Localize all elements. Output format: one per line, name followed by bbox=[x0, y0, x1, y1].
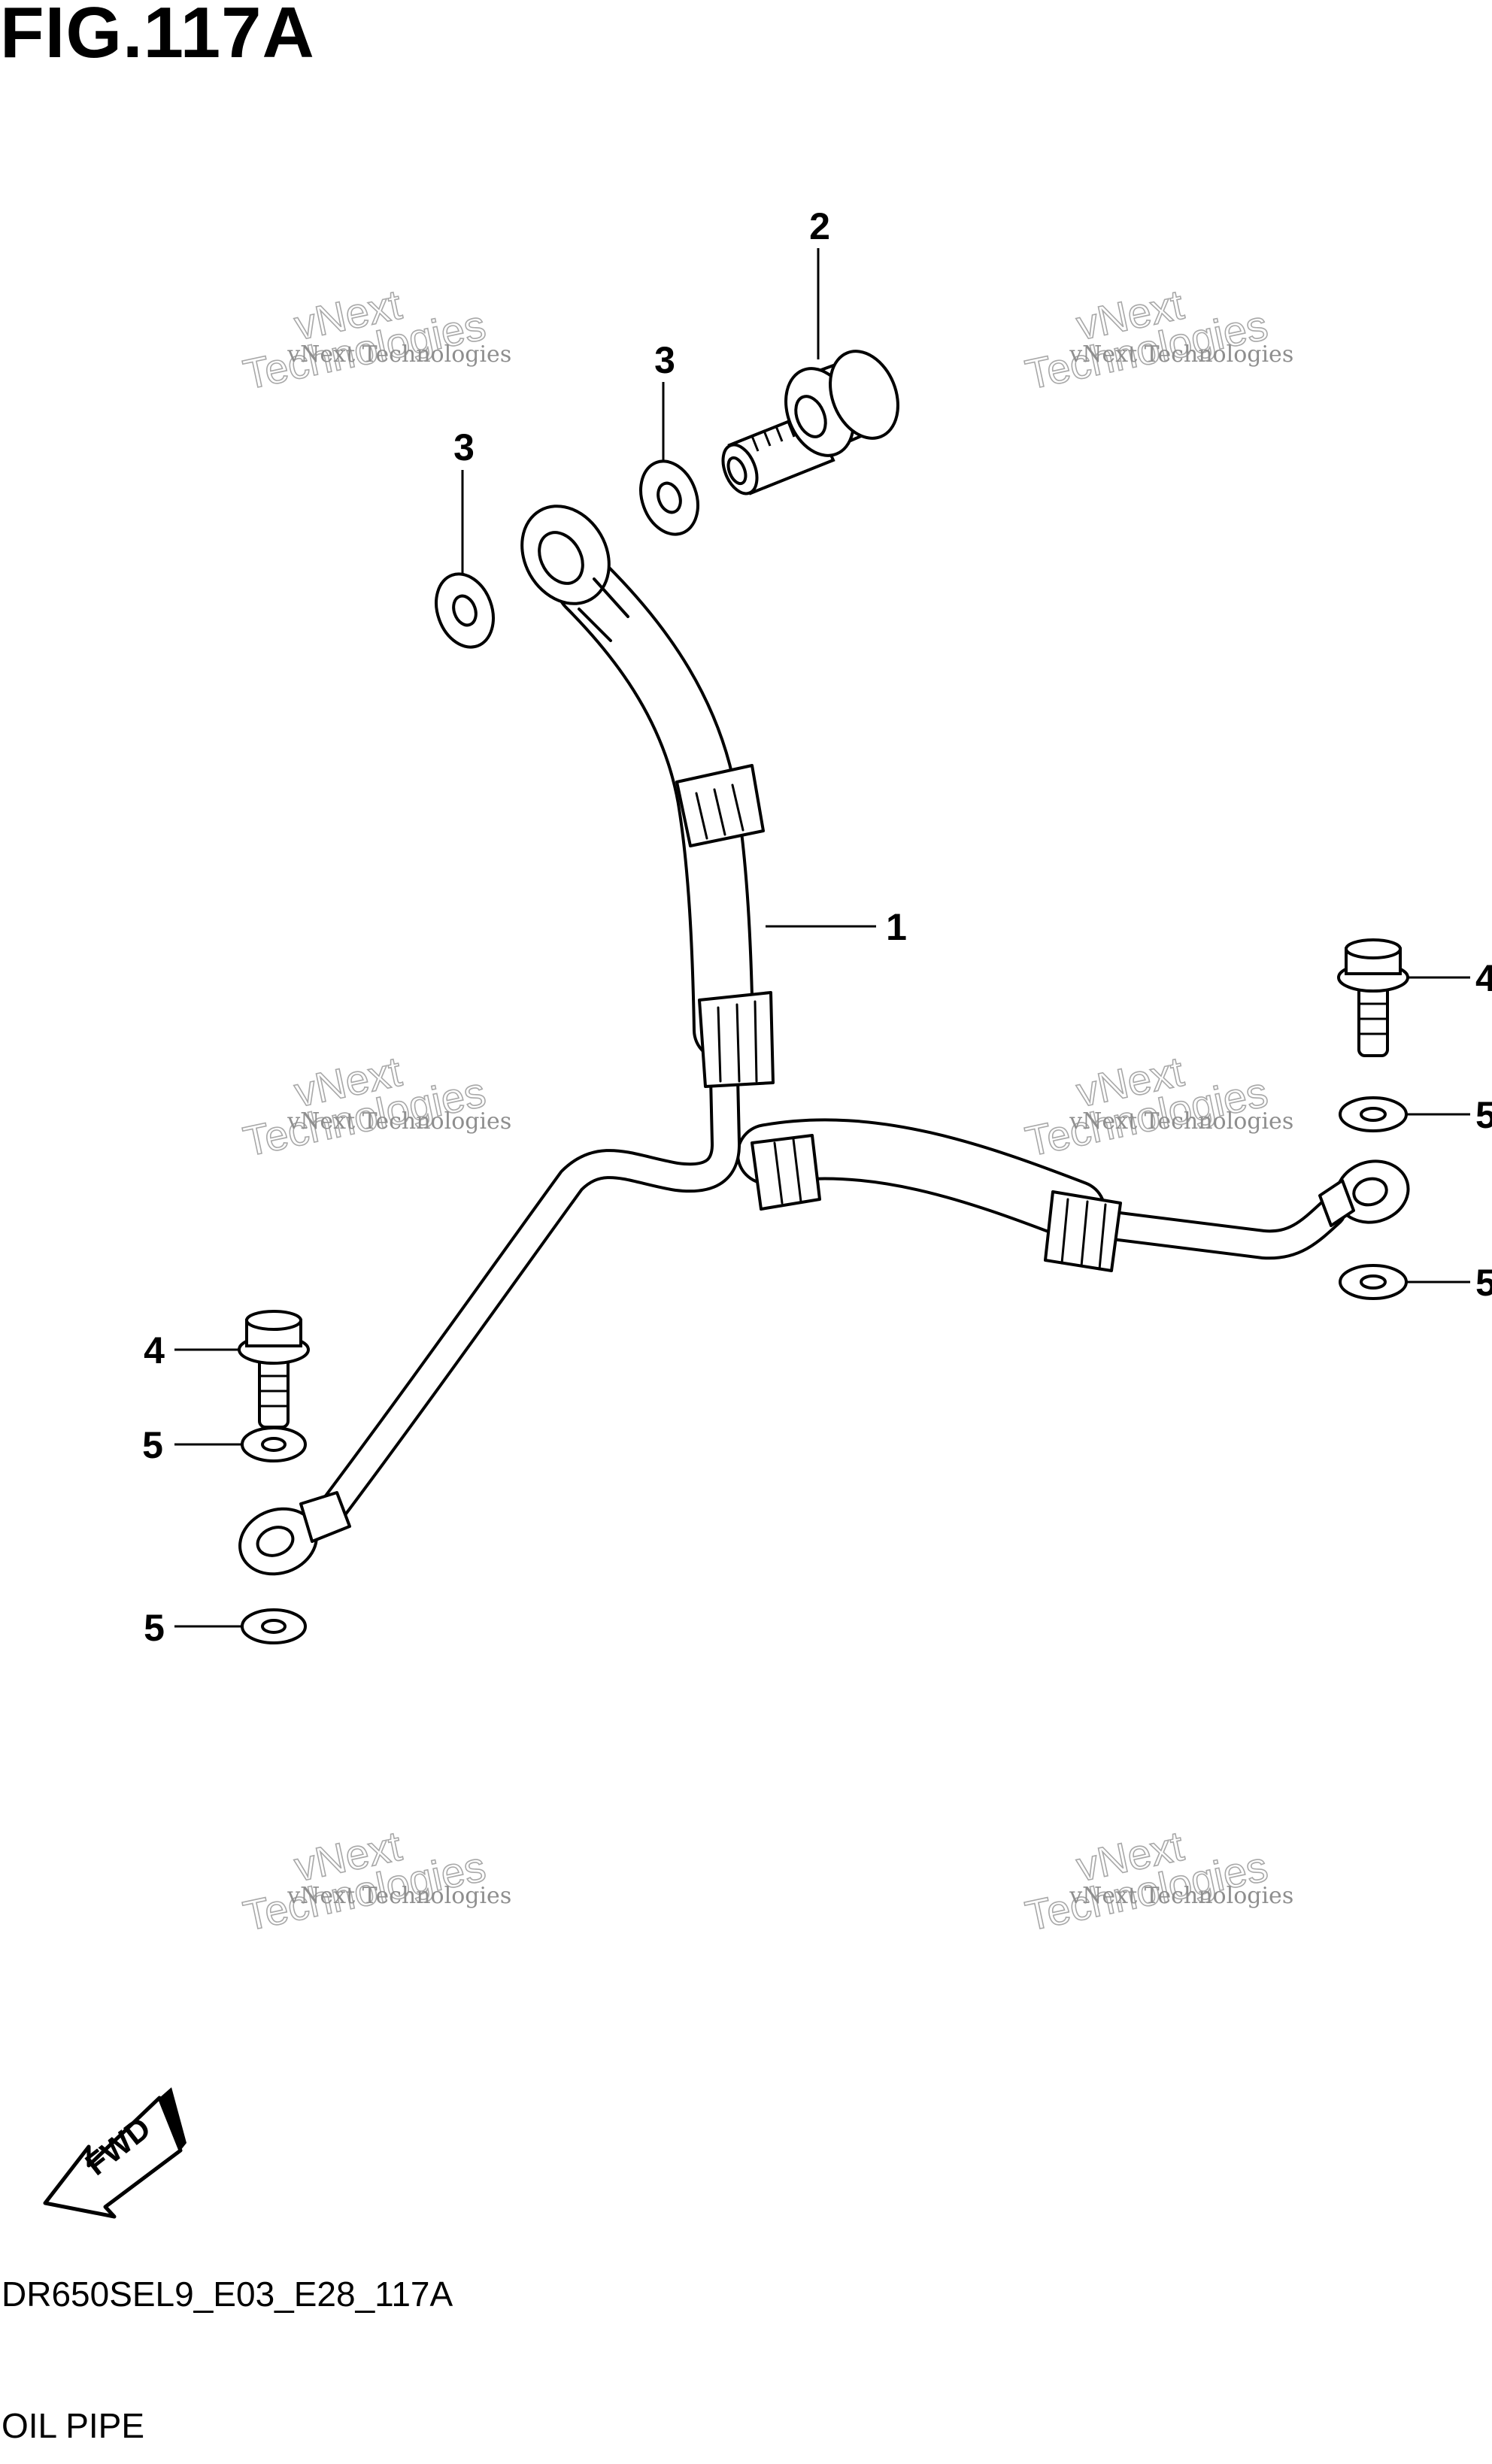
washer-3-upper bbox=[639, 459, 699, 536]
svg-text:vNext Technologies: vNext Technologies bbox=[1069, 1108, 1293, 1135]
washer-5-left-lower bbox=[241, 1608, 307, 1644]
watermark-mid-left: Technologies vNext vNext Technologies bbox=[238, 1047, 511, 1166]
svg-text:vNext Technologies: vNext Technologies bbox=[1069, 1883, 1293, 1909]
diagram-caption: OIL PIPE bbox=[2, 2406, 145, 2445]
svg-text:vNext Technologies: vNext Technologies bbox=[287, 1108, 511, 1135]
watermark-bottom-right: Technologies vNext vNext Technologies bbox=[1020, 1821, 1293, 1941]
bolt-4-left bbox=[238, 1310, 310, 1429]
callout-4-left: 4 bbox=[144, 1329, 165, 1371]
washer-5-left-upper bbox=[241, 1426, 307, 1462]
svg-text:vNext Technologies: vNext Technologies bbox=[1069, 341, 1293, 368]
washer-3-left bbox=[435, 572, 495, 649]
union-bolt bbox=[721, 350, 899, 496]
callout-5-right-upper: 5 bbox=[1475, 1094, 1492, 1136]
watermark-top-left: Technologies vNext vNext Technologies bbox=[238, 280, 511, 399]
washer-5-right-lower bbox=[1339, 1264, 1408, 1300]
washer-5-right-upper bbox=[1339, 1096, 1408, 1132]
watermark-top-right: Technologies vNext vNext Technologies bbox=[1020, 280, 1293, 399]
callout-5-left-lower: 5 bbox=[144, 1607, 165, 1649]
forward-arrow-icon: FWD bbox=[43, 2087, 186, 2219]
callout-4-right: 4 bbox=[1475, 957, 1492, 999]
figure-title: FIG.117A bbox=[0, 0, 315, 73]
bolt-4-right bbox=[1337, 938, 1409, 1057]
callout-3-left: 3 bbox=[453, 426, 475, 468]
watermark-mid-right: Technologies vNext vNext Technologies bbox=[1020, 1047, 1293, 1166]
callout-5-left-upper: 5 bbox=[142, 1424, 163, 1466]
watermark-bottom-left: Technologies vNext vNext Technologies bbox=[238, 1821, 511, 1941]
diagram-code: DR650SEL9_E03_E28_117A bbox=[2, 2275, 453, 2314]
svg-text:vNext Technologies: vNext Technologies bbox=[287, 341, 511, 368]
oil-hose-assembly bbox=[238, 505, 1410, 1576]
callout-2: 2 bbox=[809, 205, 830, 247]
callout-5-right-lower: 5 bbox=[1475, 1262, 1492, 1304]
callout-3-upper: 3 bbox=[654, 339, 675, 381]
callout-1: 1 bbox=[886, 906, 907, 948]
svg-text:vNext Technologies: vNext Technologies bbox=[287, 1883, 511, 1909]
